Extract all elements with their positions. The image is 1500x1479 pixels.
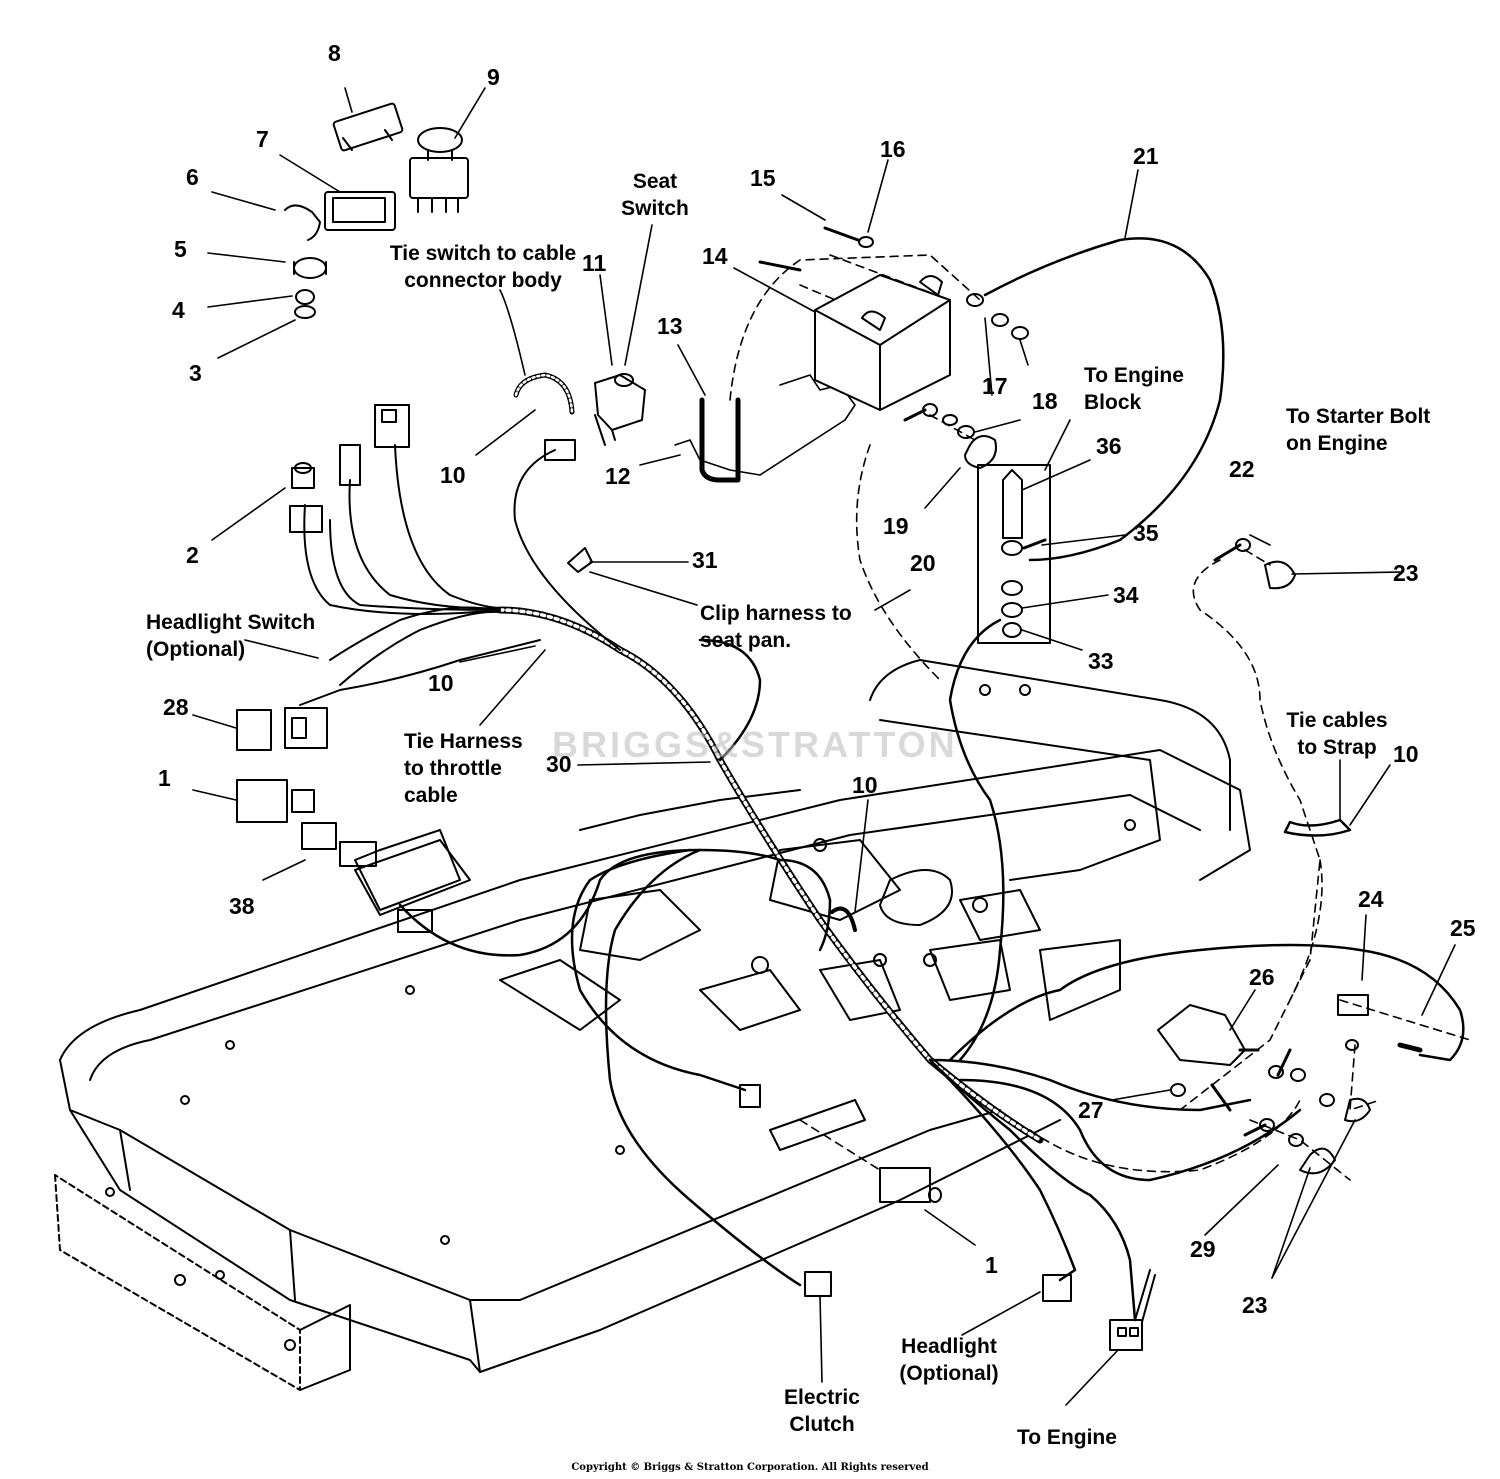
item-13-and-12-parts (674, 374, 856, 483)
note-tie-cables-line2: to Strap (1297, 736, 1377, 759)
callout-23-a: 23 (1393, 560, 1419, 586)
callout-31: 31 (692, 547, 718, 573)
callout-11: 11 (582, 250, 607, 276)
callout-20: 20 (910, 550, 936, 576)
note-clip-harness-line1: Clip harness to (700, 602, 852, 625)
callout-14: 14 (702, 243, 728, 269)
solenoid-and-cables (1157, 538, 1423, 1175)
callout-13: 13 (657, 313, 683, 339)
note-clip-harness-line2: seat pan. (700, 629, 792, 652)
callout-23-b: 23 (1242, 1292, 1268, 1318)
callout-9: 9 (487, 64, 500, 90)
note-engine-block: To Engine Block (1084, 362, 1184, 416)
frame-outline (54, 659, 1251, 1391)
note-to-engine: To Engine (1017, 1426, 1117, 1449)
note-headlight: Headlight (Optional) (890, 1333, 1008, 1387)
callout-27: 27 (1078, 1097, 1104, 1123)
callout-22: 22 (1229, 456, 1255, 482)
callout-1-b: 1 (985, 1252, 998, 1278)
note-headlight-line1: Headlight (901, 1335, 997, 1358)
callout-24: 24 (1358, 886, 1384, 912)
callout-3: 3 (189, 360, 202, 386)
callout-7: 7 (256, 126, 269, 152)
note-tie-harness-line3: cable (404, 784, 458, 807)
callout-10-d: 10 (1393, 741, 1419, 767)
ignition-switch-parts (284, 102, 646, 573)
note-electric-clutch-line1: Electric (784, 1386, 860, 1409)
note-tie-switch: Tie switch to cable connector body (378, 240, 588, 294)
callout-26: 26 (1249, 964, 1275, 990)
note-tie-harness-line1: Tie Harness (404, 730, 523, 753)
note-seat-switch: Seat Switch (600, 168, 710, 222)
callout-33: 33 (1088, 648, 1114, 674)
callout-35: 35 (1133, 520, 1159, 546)
note-headlight-switch-line2: (Optional) (146, 638, 246, 661)
note-clip-harness: Clip harness to seat pan. (700, 600, 852, 654)
note-starter-bolt-line2: on Engine (1286, 432, 1388, 455)
callout-18: 18 (1032, 388, 1058, 414)
note-seat-switch-line2: Switch (621, 197, 689, 220)
callout-34: 34 (1113, 582, 1139, 608)
callout-17: 17 (982, 373, 1008, 399)
callout-30: 30 (546, 751, 572, 777)
note-starter-bolt-line1: To Starter Bolt (1286, 405, 1431, 428)
leader-lines (192, 87, 1456, 1406)
callout-19: 19 (883, 513, 909, 539)
callout-25: 25 (1450, 915, 1476, 941)
note-seat-switch-line1: Seat (632, 170, 678, 193)
note-tie-cables: Tie cables to Strap (1272, 707, 1402, 761)
main-wire-harness (299, 237, 1465, 1322)
note-electric-clutch-line2: Clutch (789, 1413, 855, 1436)
callout-6: 6 (186, 164, 199, 190)
callout-1-a: 1 (158, 765, 171, 791)
callout-38: 38 (229, 893, 255, 919)
callout-4: 4 (172, 297, 185, 323)
engine-block-hardware (977, 464, 1051, 644)
callout-10-c: 10 (852, 772, 878, 798)
callout-12: 12 (605, 463, 631, 489)
note-headlight-line2: (Optional) (899, 1362, 999, 1385)
callout-5: 5 (174, 236, 187, 262)
note-starter-bolt: To Starter Bolt on Engine (1286, 403, 1430, 457)
note-tie-cables-line1: Tie cables (1286, 709, 1388, 732)
battery (758, 226, 1029, 469)
note-tie-switch-line2: connector body (404, 269, 562, 292)
callout-10-b: 10 (428, 670, 454, 696)
note-engine-block-line1: To Engine (1084, 364, 1184, 387)
callout-2: 2 (186, 542, 199, 568)
callout-21: 21 (1133, 143, 1159, 169)
callout-28: 28 (163, 694, 189, 720)
callout-10-a: 10 (440, 462, 466, 488)
note-electric-clutch: Electric Clutch (772, 1384, 872, 1438)
note-tie-switch-line1: Tie switch to cable (389, 242, 577, 265)
watermark: BRIGGS&STRATTON (552, 724, 958, 765)
callout-29: 29 (1190, 1236, 1216, 1262)
switch-housings (236, 707, 1156, 1351)
note-headlight-switch-line1: Headlight Switch (146, 611, 316, 634)
note-tie-harness-line2: to throttle (404, 757, 502, 780)
callout-8: 8 (328, 40, 341, 66)
callout-36: 36 (1096, 433, 1122, 459)
callout-15: 15 (750, 165, 776, 191)
note-engine-block-line2: Block (1084, 391, 1142, 414)
note-headlight-switch: Headlight Switch (Optional) (146, 609, 315, 663)
note-tie-harness: Tie Harness to throttle cable (404, 728, 523, 809)
callout-16: 16 (880, 136, 906, 162)
copyright-text: Copyright © Briggs & Stratton Corporatio… (571, 1462, 929, 1473)
dashed-routing-lines (729, 254, 1471, 1181)
